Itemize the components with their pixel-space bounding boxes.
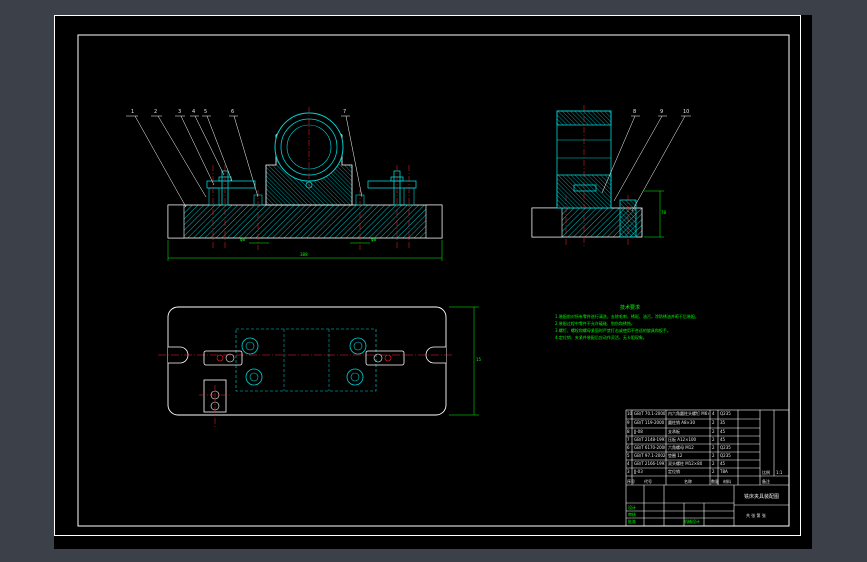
- balloon-3: 3: [178, 109, 182, 115]
- technical-notes-title: 技术要求: [619, 305, 640, 311]
- technical-note-line: 1.装配前对所有零件进行清洗，去除毛刺、锈斑、油污，涂防锈油并晾干后装配。: [555, 314, 699, 319]
- bom-cell-name: 双头螺柱 M12×80: [668, 461, 703, 466]
- tb-header-note: 备注: [762, 479, 770, 484]
- front-view: [126, 107, 443, 261]
- bom-cell-material: 35: [720, 420, 726, 425]
- drawing-canvas[interactable]: 1 2 3 4 5 6 7 8 9 10 φ8 φ8 388 78 15 技术要…: [54, 15, 812, 549]
- bom-cell-name: 垫圈 12: [668, 453, 683, 458]
- bom-cell-code: JJ-08: [634, 429, 643, 434]
- bom-cell-material: Q235: [720, 411, 731, 416]
- balloon-6: 6: [231, 109, 235, 115]
- balloon-2: 2: [154, 109, 158, 115]
- drawing-sheet: [54, 15, 801, 536]
- bom-cell-code: GB/T 119-2000: [634, 420, 665, 425]
- tb-sheet-label: 共 张 第 张: [746, 513, 766, 518]
- tb-checker-label: 审核: [628, 512, 636, 517]
- title-block: [625, 409, 790, 527]
- bom-cell-name: 压板 A12×100: [668, 437, 697, 442]
- bom-cell-no: 7: [627, 437, 630, 442]
- balloon-7: 7: [343, 109, 347, 115]
- balloon-4: 4: [192, 109, 196, 115]
- bom-cell-no: 3: [627, 469, 630, 474]
- bom-cell-code: GB/T 97.1-2002: [634, 453, 665, 458]
- balloon-1: 1: [131, 109, 135, 115]
- bom-cell-material: Q235: [720, 445, 731, 450]
- dim-label-top-width: 15: [476, 357, 482, 362]
- tb-approver-label: 批准: [628, 519, 636, 524]
- bom-cell-material: Q235: [720, 453, 731, 458]
- tb-header-qty: 数量: [711, 479, 719, 484]
- bom-cell-name: 内六角圆柱头螺钉 M6×20: [668, 411, 709, 416]
- dim-label-overall-length: 388: [300, 252, 308, 257]
- base-plate-front: [167, 204, 443, 239]
- technical-note-line: 2.装配过程中零件不允许磕碰、划伤和锈蚀。: [555, 321, 635, 326]
- bom-cell-code: GB/T 2166-1991: [634, 461, 665, 466]
- side-view: [531, 105, 691, 247]
- bom-cell-qty: 2: [712, 445, 715, 450]
- bom-cell-no: 5: [627, 453, 630, 458]
- bom-cell-no: 9: [627, 420, 630, 425]
- balloon-8: 8: [633, 109, 637, 115]
- bom-cell-material: 45: [720, 437, 726, 442]
- bom-cell-qty: 2: [712, 437, 715, 442]
- tb-header-no: 序号: [627, 479, 635, 484]
- tb-designer-label: 设计: [628, 505, 636, 510]
- tb-header-name: 名称: [684, 479, 692, 484]
- tb-school-label: 机械设计: [684, 519, 700, 524]
- tb-scale-value: 1:1: [776, 470, 783, 475]
- bom-cell-material: T8A: [720, 469, 728, 474]
- top-view: [158, 306, 479, 427]
- dim-label-side-height: 78: [661, 210, 667, 215]
- bom-cell-name: 圆柱销 A8×30: [668, 420, 695, 425]
- bom-cell-code: GB/T 2148-1991: [634, 437, 665, 442]
- bom-cell-code: GB/T 6170-2000: [634, 445, 665, 450]
- bom-cell-no: 8: [627, 429, 630, 434]
- bom-cell-name: 定位销: [668, 469, 680, 474]
- technical-notes: 技术要求 1.装配前对所有零件进行清洗，去除毛刺、锈斑、油污，涂防锈油并晾干后装…: [555, 305, 705, 341]
- bom-cell-qty: 2: [712, 429, 715, 434]
- balloon-10: 10: [683, 109, 690, 115]
- balloon-5: 5: [204, 109, 208, 115]
- bom-cell-qty: 2: [712, 461, 715, 466]
- bom-cell-material: 45: [720, 461, 726, 466]
- tb-header-material: 材料: [723, 479, 731, 484]
- dim-label-phi-left: φ8: [240, 237, 246, 242]
- bom-cell-material: 45: [720, 429, 726, 434]
- tb-header-code: 代号: [644, 479, 652, 484]
- dim-label-phi-right: φ8: [371, 237, 377, 242]
- technical-note-line: 3.螺钉、螺栓和螺母紧固时严禁打击或使用不合适的旋具和扳手。: [555, 328, 671, 333]
- bom-cell-code: GB/T 70.1-2000: [634, 411, 665, 416]
- sheet-inner-border: [77, 34, 790, 527]
- bom-cell-qty: 2: [712, 453, 715, 458]
- bom-cell-code: JJ-03: [634, 469, 643, 474]
- technical-note-line: 4.定位销、夹紧件装配后应动作灵活，无卡阻现象。: [555, 335, 647, 340]
- bom-cell-no: 6: [627, 445, 630, 450]
- bom-cell-qty: 2: [712, 420, 715, 425]
- tb-drawing-title: 铣床夹具装配图: [744, 494, 780, 500]
- bom-cell-no: 4: [627, 461, 630, 466]
- bom-cell-no: 10: [627, 411, 633, 416]
- balloon-9: 9: [660, 109, 664, 115]
- bom-cell-qty: 4: [712, 411, 715, 416]
- bom-cell-name: 六角螺母 M12: [668, 445, 694, 450]
- sheet-outer-border: [54, 15, 801, 536]
- bom-cell-name: 支承板: [668, 429, 680, 434]
- bom-cell-qty: 2: [712, 469, 715, 474]
- tb-scale-label: 比例: [762, 470, 770, 475]
